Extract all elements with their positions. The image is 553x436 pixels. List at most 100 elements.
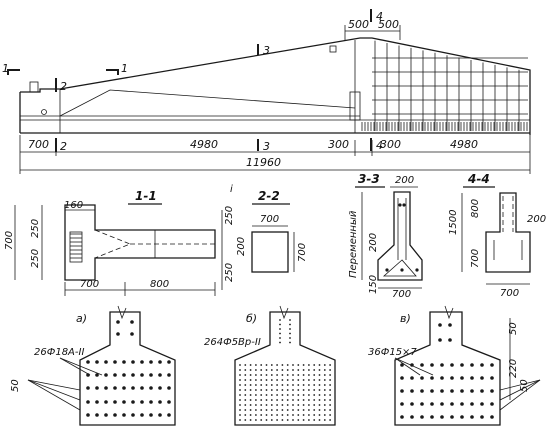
- wire-dot: [281, 369, 284, 371]
- rebar-dot: [140, 400, 144, 404]
- wire-dot: [249, 389, 252, 391]
- wire-dot: [286, 394, 289, 396]
- wire-dot: [265, 384, 268, 386]
- strand-dot: [400, 389, 404, 393]
- wire-dot: [329, 374, 331, 376]
- detail-b: б) 264Ф5Вр-II: [204, 305, 336, 426]
- dim-700-vertical: 700: [4, 231, 15, 250]
- rebar-dot: [122, 413, 126, 417]
- wire-dot: [265, 394, 268, 396]
- strand-dot: [450, 389, 454, 393]
- wire-dot: [308, 379, 310, 381]
- wire-dot: [308, 399, 310, 401]
- strand-dot: [460, 402, 464, 406]
- dim-800: 800: [150, 279, 169, 290]
- wire-dot: [270, 374, 273, 376]
- detail-v-label: 36Ф15×7: [368, 347, 417, 358]
- wire-dot: [286, 374, 289, 376]
- wire-dot: [270, 404, 273, 406]
- wire-dot: [323, 414, 326, 416]
- svg-text:i: i: [230, 184, 233, 195]
- strand-dot: [480, 376, 484, 380]
- section-4-4-title: 4-4: [467, 172, 490, 186]
- strand-dot: [410, 389, 414, 393]
- wire-dot: [279, 341, 281, 344]
- rebar-dot: [149, 413, 153, 417]
- wire-dot: [329, 379, 331, 381]
- wire-dot: [239, 399, 241, 401]
- strand-dot: [430, 402, 434, 406]
- svg-text:250: 250: [30, 249, 41, 268]
- wire-dot: [270, 389, 273, 391]
- wire-dot: [265, 364, 268, 366]
- wire-dot: [329, 414, 331, 416]
- strand-dot: [460, 415, 464, 419]
- wire-dot: [260, 414, 263, 416]
- wire-dot: [286, 399, 289, 401]
- wire-dot: [260, 384, 263, 386]
- strand-dot: [450, 376, 454, 380]
- wire-dot: [308, 369, 310, 371]
- strand-dot: [420, 363, 424, 367]
- wire-dot: [244, 414, 247, 416]
- strand-dot: [450, 363, 454, 367]
- strand-dot: [490, 402, 494, 406]
- wire-dot: [313, 389, 316, 391]
- wire-dot: [313, 394, 316, 396]
- wire-dot: [260, 389, 263, 391]
- wire-dot: [292, 394, 294, 396]
- section-mark-1-label-left: 1: [2, 62, 9, 75]
- wire-dot: [265, 369, 268, 371]
- wire-dot: [260, 379, 263, 381]
- wire-dot: [281, 384, 284, 386]
- rebar-dot: [140, 360, 144, 364]
- wire-dot: [323, 389, 326, 391]
- svg-text:250: 250: [30, 219, 41, 238]
- strand-dot: [430, 363, 434, 367]
- wire-dot: [297, 389, 300, 391]
- wire-dot: [308, 414, 310, 416]
- wire-dot: [302, 389, 305, 391]
- detail-b-outline: [234, 311, 336, 426]
- svg-text:4: 4: [376, 139, 383, 152]
- rebar-dot: [131, 360, 135, 364]
- rebar-dot: [167, 373, 171, 377]
- dim-11960: 11960: [246, 156, 281, 169]
- rebar-dot: [167, 400, 171, 404]
- dim-160: 160: [64, 200, 83, 211]
- reinforcement-cage: [361, 40, 528, 131]
- wire-dot: [239, 414, 241, 416]
- detail-v-outline: [394, 311, 501, 426]
- rebar-dot: [122, 373, 126, 377]
- svg-text:50: 50: [519, 379, 530, 392]
- strand-dot: [460, 363, 464, 367]
- wire-dot: [289, 319, 291, 321]
- wire-dot: [270, 409, 273, 411]
- detail-a-label: 26Ф18А-II: [34, 347, 84, 358]
- wire-dot: [329, 419, 331, 421]
- strand-dot: [470, 389, 474, 393]
- wire-dot: [249, 404, 252, 406]
- wire-dot: [265, 379, 268, 381]
- wire-dot: [289, 328, 291, 330]
- rebar-dot: [104, 386, 108, 390]
- rebar-dot: [95, 413, 99, 417]
- wire-dot: [265, 419, 268, 421]
- section-4-4-outline: [485, 192, 531, 273]
- svg-text:3: 3: [263, 140, 270, 153]
- detail-b-wires: [239, 319, 331, 421]
- strand-dot: [448, 323, 452, 327]
- wire-dot: [281, 379, 284, 381]
- svg-text:200: 200: [368, 233, 379, 252]
- svg-text:700: 700: [260, 214, 279, 225]
- support-left: [29, 81, 39, 93]
- strand-dot: [440, 389, 444, 393]
- section-mark-3-label: 3: [263, 44, 270, 57]
- wire-dot: [244, 404, 247, 406]
- detail-b-letter: б): [246, 312, 257, 325]
- svg-text:50: 50: [10, 379, 21, 392]
- wire-dot: [249, 419, 252, 421]
- wire-dot: [308, 419, 310, 421]
- wire-dot: [313, 369, 316, 371]
- wire-dot: [297, 374, 300, 376]
